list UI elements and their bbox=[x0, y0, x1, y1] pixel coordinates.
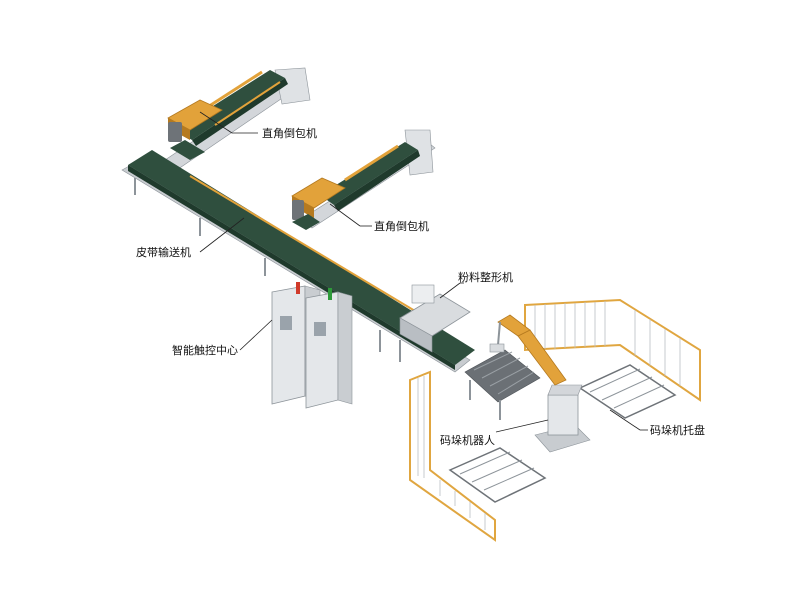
powder-shaper-machine bbox=[399, 284, 471, 353]
label-pallet: 码垛机托盘 bbox=[650, 423, 705, 437]
fence-left bbox=[409, 370, 496, 542]
roller-conveyor bbox=[464, 349, 541, 420]
middle-wrapper-branch bbox=[299, 129, 436, 229]
right-angle-wrapper-1 bbox=[167, 99, 223, 142]
label-wrapper-2: 直角倒包机 bbox=[374, 219, 429, 233]
label-belt-conveyor: 皮带输送机 bbox=[136, 245, 191, 259]
label-shaper: 粉料整形机 bbox=[458, 270, 513, 284]
pallet-right bbox=[578, 364, 677, 419]
smart-touch-control-cabinets bbox=[271, 282, 353, 409]
label-wrapper-1: 直角倒包机 bbox=[262, 126, 317, 140]
fence-right bbox=[524, 298, 701, 402]
right-angle-wrapper-2 bbox=[291, 177, 346, 220]
palletizing-robot bbox=[489, 314, 591, 453]
pallet-left bbox=[448, 447, 547, 503]
label-palletizing-robot: 码垛机器人 bbox=[440, 433, 495, 447]
main-belt-conveyor bbox=[121, 140, 475, 373]
label-control-center: 智能触控中心 bbox=[172, 343, 238, 357]
